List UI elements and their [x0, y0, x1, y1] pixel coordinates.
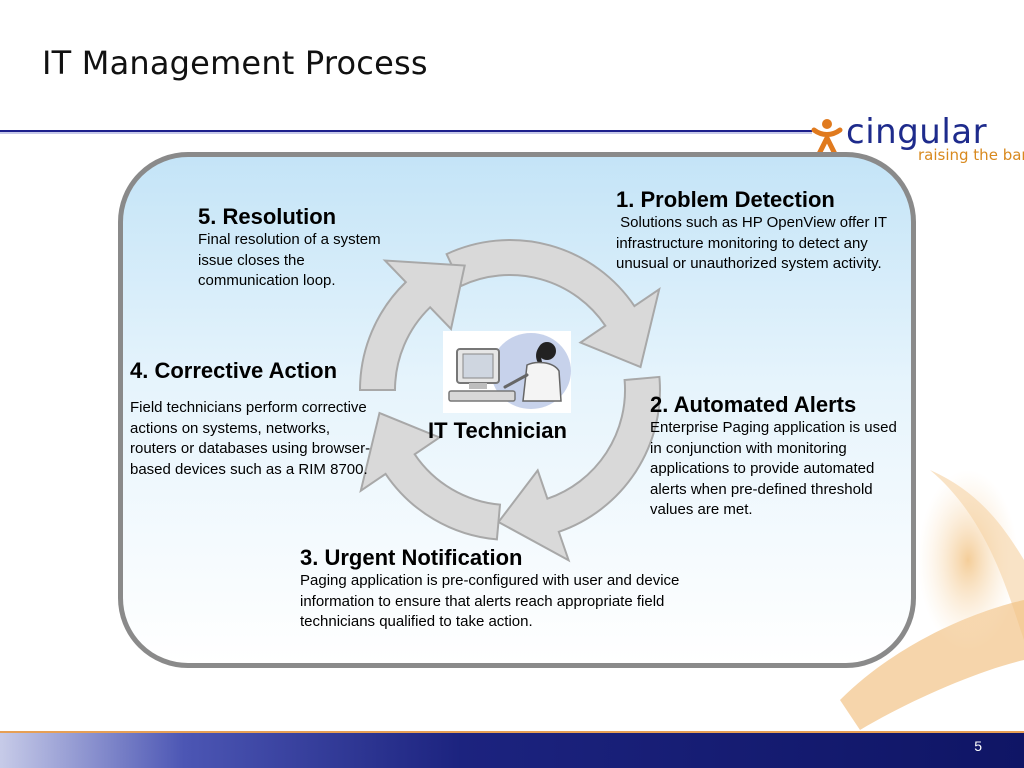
step-2-heading: 2. Automated Alerts — [650, 392, 857, 417]
step-resolution: 5. Resolution Final resolution of a syst… — [198, 204, 388, 292]
step-2-description: Enterprise Paging application is used in… — [650, 419, 897, 519]
arrow-to-corrective — [359, 411, 502, 541]
step-3-heading: 3. Urgent Notification — [300, 545, 523, 570]
step-1-description: Solutions such as HP OpenView offer IT i… — [616, 214, 891, 273]
step-1-heading: 1. Problem Detection — [616, 187, 835, 212]
step-5-description: Final resolution of a system issue close… — [198, 231, 381, 290]
step-4-heading: 4. Corrective Action — [130, 358, 338, 383]
logo-wordmark: cingular — [846, 112, 988, 152]
step-5-heading: 5. Resolution — [198, 204, 337, 229]
header-divider — [0, 130, 812, 134]
arrow-to-notification — [496, 375, 661, 563]
cingular-jack-icon — [811, 119, 843, 157]
cingular-logo: cingular raising the bar — [810, 112, 1024, 172]
computer-technician-illustration — [443, 331, 571, 413]
center-label: IT Technician — [428, 418, 567, 443]
step-urgent-notification: 3. Urgent Notification Paging applicatio… — [300, 545, 698, 633]
footer-accent-line — [0, 731, 1024, 733]
logo-tagline: raising the bar — [918, 146, 1024, 164]
step-4-description: Field technicians perform corrective act… — [130, 399, 371, 478]
page-title: IT Management Process — [42, 44, 428, 82]
footer-bar — [0, 733, 1024, 768]
arrow-to-resolution — [358, 259, 466, 391]
step-corrective-action: 4. Corrective Action Field technicians p… — [130, 358, 372, 480]
process-cycle-arrows — [358, 239, 661, 563]
arrow-to-alerts — [445, 239, 661, 369]
page-number: 5 — [974, 738, 982, 754]
step-automated-alerts: 2. Automated Alerts Enterprise Paging ap… — [650, 392, 900, 521]
step-problem-detection: 1. Problem Detection Solutions such as H… — [616, 187, 896, 275]
step-3-description: Paging application is pre-configured wit… — [300, 572, 680, 631]
